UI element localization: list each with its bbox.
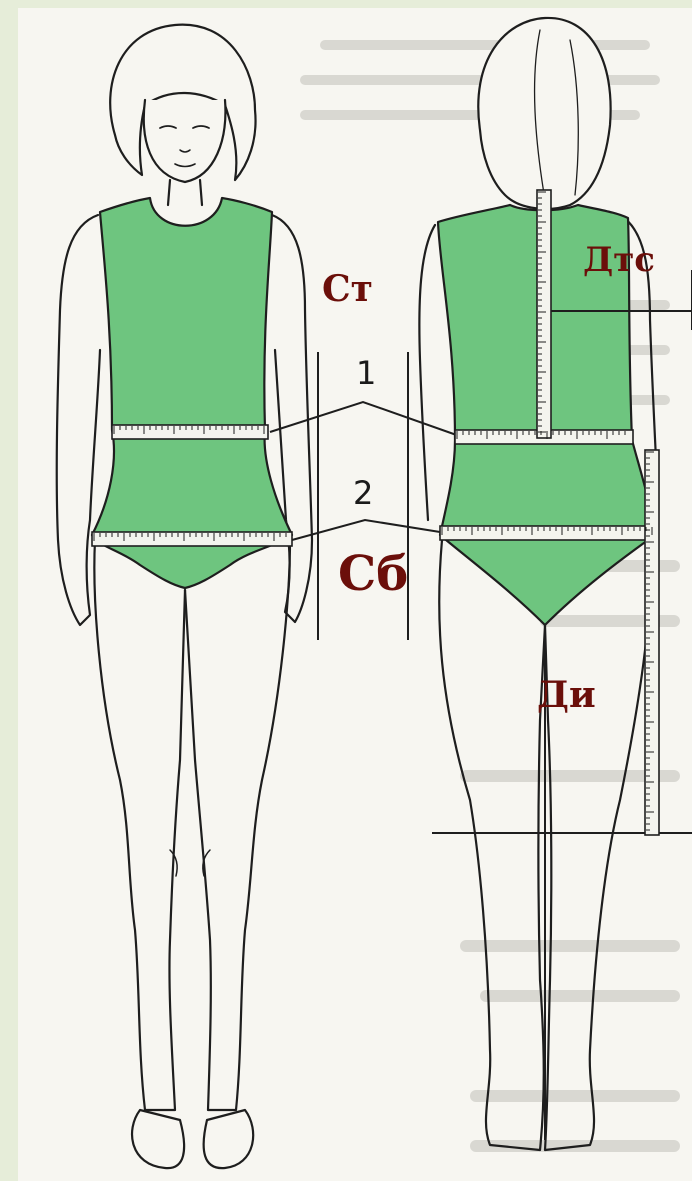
front-bodysuit — [92, 198, 292, 588]
front-left-leg — [94, 540, 185, 1110]
back-hair — [478, 18, 610, 209]
back-figure — [419, 18, 658, 1150]
back-right-leg — [545, 540, 652, 1150]
back-left-leg — [439, 540, 545, 1150]
line-number-1: 1 — [356, 354, 376, 392]
front-right-shoe — [204, 1110, 254, 1168]
back-vertical-tape — [537, 190, 551, 438]
front-right-arm — [272, 215, 312, 622]
front-waist-tape — [112, 425, 268, 439]
front-figure — [57, 25, 312, 1168]
product-length-label: Ди — [537, 674, 596, 716]
waist-connector-line-1 — [270, 402, 465, 438]
waist-label: Ст — [322, 268, 373, 310]
back-left-arm — [419, 225, 435, 520]
hip-label: Сб — [338, 546, 408, 602]
side-vertical-tape — [645, 450, 659, 835]
back-waist-length-label: Дтс — [583, 240, 655, 280]
front-left-shoe — [132, 1110, 184, 1168]
front-right-leg — [185, 540, 290, 1110]
hip-connector-line-2 — [292, 520, 440, 540]
line-number-2: 2 — [353, 474, 373, 512]
front-face — [144, 100, 226, 182]
